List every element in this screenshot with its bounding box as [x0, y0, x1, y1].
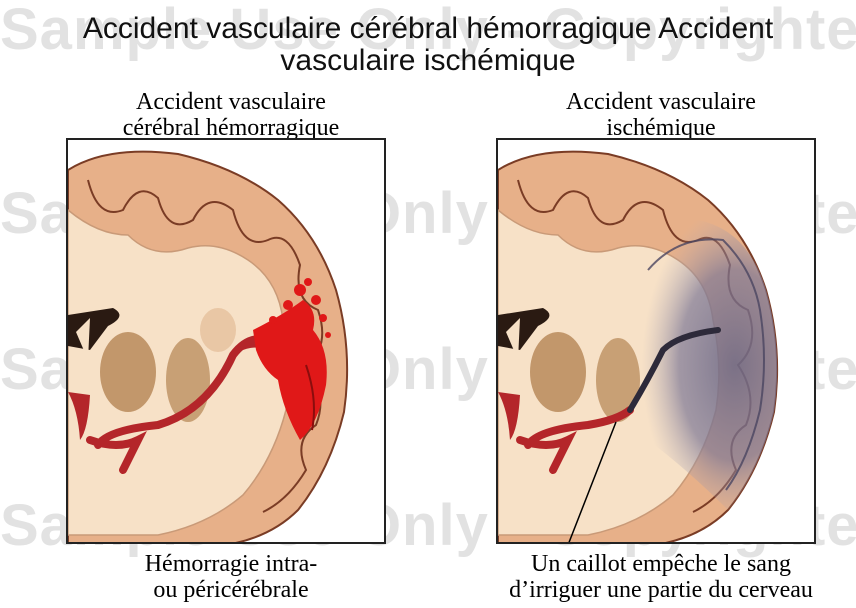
hemorrhagic-brain-panel	[66, 138, 386, 544]
hemorrhagic-caption-line-1: Hémorragie intra-	[66, 550, 396, 578]
ischemic-title-line-1: Accident vasculaire	[496, 88, 826, 116]
ischemic-brain-illustration	[498, 140, 816, 544]
ischemic-caption-line-2: d’irriguer une partie du cerveau	[476, 576, 846, 604]
main-title-line-2: vasculaire ischémique	[0, 46, 856, 76]
thalamus	[100, 332, 156, 412]
ischemic-caption-line-1: Un caillot empêche le sang	[476, 550, 846, 578]
hemorrhagic-brain-illustration	[68, 140, 386, 544]
thalamus	[530, 332, 586, 412]
main-title-line-1: Accident vasculaire cérébral hémorragiqu…	[0, 14, 856, 44]
hemorrhagic-title-line-1: Accident vasculaire	[66, 88, 396, 116]
ischemic-brain-panel	[496, 138, 816, 544]
hemorrhagic-caption-line-2: ou péricérébrale	[66, 576, 396, 604]
